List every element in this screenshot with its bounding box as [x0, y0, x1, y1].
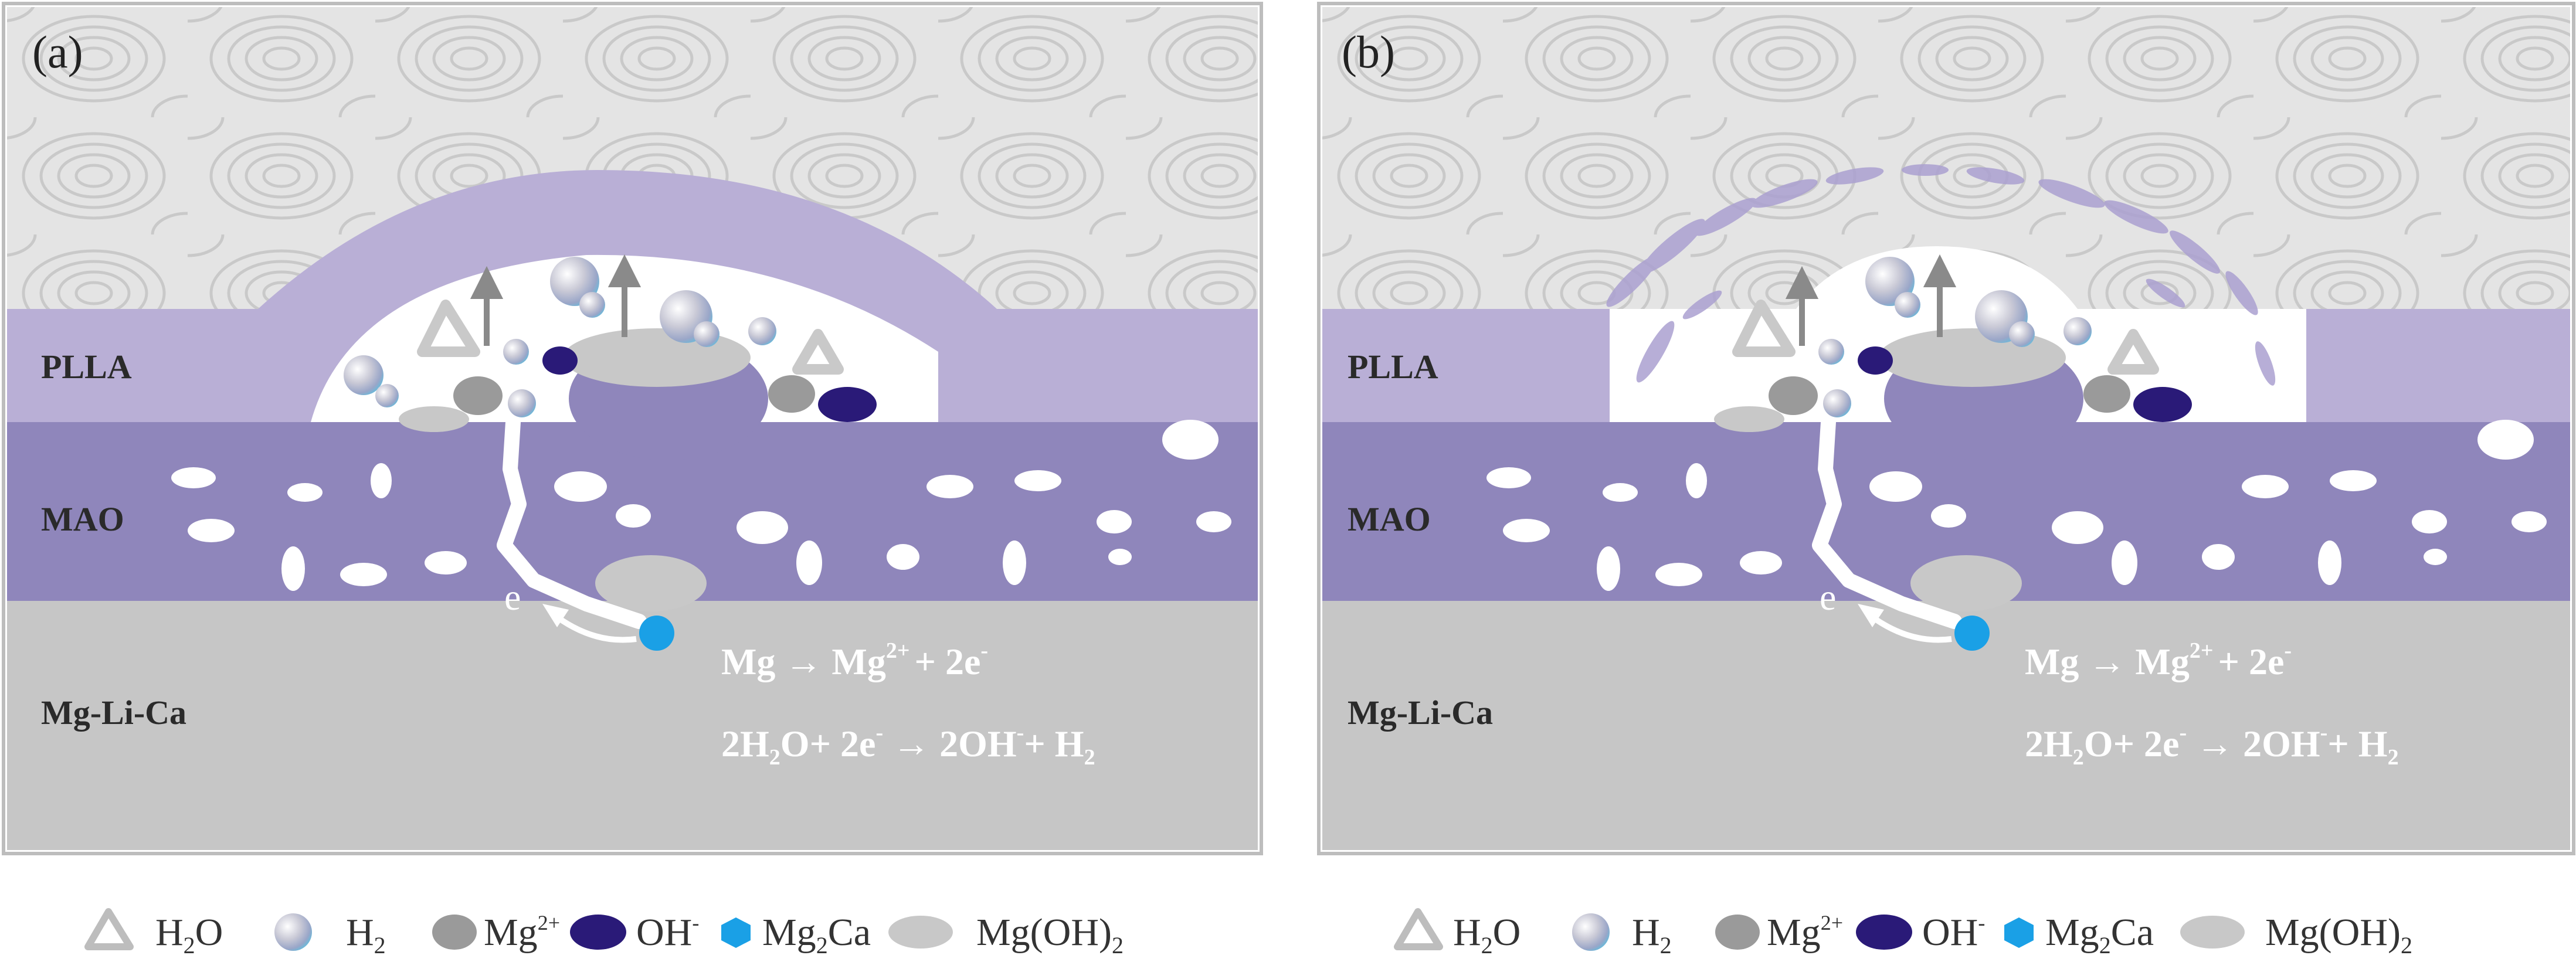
mg-ion-icon	[1715, 915, 1760, 950]
svg-text:Mg2Ca: Mg2Ca	[762, 911, 871, 958]
mg2ca-particle	[1954, 616, 1990, 651]
panel-a: e - (a) PLLA MAO Mg-Li-Ca Mg → Mg2++ 2e-…	[2, 2, 1263, 855]
equation-water-reduction: 2H2O+ 2e- → 2OH-+ H2	[721, 720, 1095, 770]
panel-label: (a)	[32, 26, 83, 77]
svg-text:OH-: OH-	[636, 911, 699, 954]
electron-arrow-head	[542, 604, 569, 627]
electron-label: e	[504, 576, 521, 618]
panel-b-frame	[1317, 2, 2575, 855]
hydroxide-ion	[2133, 387, 2192, 422]
electron-arrow-head	[1858, 604, 1884, 627]
mgoh2-icon	[888, 916, 953, 949]
svg-text:Mg2+: Mg2+	[1767, 911, 1843, 954]
svg-text:-: -	[525, 556, 537, 597]
equation-mg-oxidation: Mg → Mg2++ 2e-	[721, 638, 988, 682]
hydroxide-icon	[570, 915, 626, 950]
mg-ion	[768, 375, 815, 413]
gas-escape-arrows	[470, 254, 642, 346]
h2-bubbles	[1818, 257, 2092, 417]
mg2ca-icon	[721, 917, 751, 948]
plla-layer-left	[1322, 309, 1610, 422]
layer-label-substrate: Mg-Li-Ca	[41, 694, 186, 732]
layer-label-mao: MAO	[41, 500, 124, 538]
mao-pores	[171, 420, 1231, 591]
legend-a: H2O H2 Mg2+ OH- Mg2Ca Mg(OH)2	[84, 908, 1124, 958]
mg-ion	[2083, 375, 2130, 413]
hydroxide-ion	[1858, 346, 1893, 375]
panel-a-frame	[2, 2, 1263, 855]
crack-channel	[1812, 414, 1962, 629]
substrate-layer	[7, 601, 1258, 850]
panel-label: (b)	[1342, 26, 1395, 77]
mg-oh2-particle	[1910, 555, 2022, 611]
h2-bubble-icon	[1572, 913, 1610, 951]
mg-ion	[453, 376, 503, 415]
gas-escape-arrows	[1785, 254, 1957, 346]
svg-text:H2O: H2O	[155, 911, 223, 958]
mg-oh2-particle	[399, 406, 469, 432]
mg-ion-icon	[432, 915, 477, 950]
mgoh2-icon	[2180, 916, 2245, 949]
mg-oh2-particle	[1714, 406, 1784, 432]
equation-water-reduction: 2H2O+ 2e- → 2OH-+ H2	[2025, 720, 2399, 770]
layer-label-plla: PLLA	[41, 348, 132, 386]
mg-oh2-particle	[563, 328, 751, 387]
degraded-plla-fragments	[1606, 164, 2276, 386]
equation-mg-oxidation: Mg → Mg2++ 2e-	[2025, 638, 2292, 682]
layer-label-mao: MAO	[1348, 500, 1431, 538]
svg-text:H2: H2	[346, 911, 386, 958]
water-icon	[84, 908, 134, 950]
layer-label-plla: PLLA	[1348, 348, 1438, 386]
hydroxide-icon	[1856, 915, 1912, 950]
svg-text:H2: H2	[1632, 911, 1672, 958]
plla-layer-right	[2306, 309, 2570, 422]
water-molecules	[1732, 300, 2159, 375]
hydroxide-ion	[542, 346, 578, 375]
svg-text:OH-: OH-	[1922, 911, 1985, 954]
mao-pores	[1486, 420, 2547, 591]
h2-bubbles	[344, 257, 776, 417]
svg-text:Mg(OH)2: Mg(OH)2	[2265, 911, 2412, 958]
legend-b: H2O H2 Mg2+ OH- Mg2Ca Mg(OH)2	[1394, 908, 2412, 958]
svg-text:H2O: H2O	[1453, 911, 1521, 958]
svg-text:Mg2Ca: Mg2Ca	[2045, 911, 2154, 958]
mg-oh2-particle	[595, 555, 707, 611]
layer-label-substrate: Mg-Li-Ca	[1348, 694, 1493, 732]
hydroxide-ion	[818, 387, 877, 422]
water-icon	[1394, 908, 1443, 950]
mg-oh2-particle	[1878, 328, 2066, 387]
mg-ion	[1769, 376, 1818, 415]
crack-channel	[497, 414, 647, 629]
svg-text:Mg(OH)2: Mg(OH)2	[976, 911, 1124, 958]
mg2ca-particle	[639, 616, 674, 651]
mg2ca-icon	[2004, 917, 2034, 948]
svg-text:-: -	[1840, 556, 1852, 597]
h2-bubble-icon	[274, 913, 312, 951]
electron-label: e	[1820, 576, 1836, 618]
panel-b: e - (b) PLLA MAO Mg-Li-Ca Mg → Mg2++ 2e-…	[1317, 2, 2575, 855]
water-molecules	[417, 300, 844, 375]
plla-bulge	[258, 170, 997, 309]
svg-text:Mg2+: Mg2+	[484, 911, 560, 954]
